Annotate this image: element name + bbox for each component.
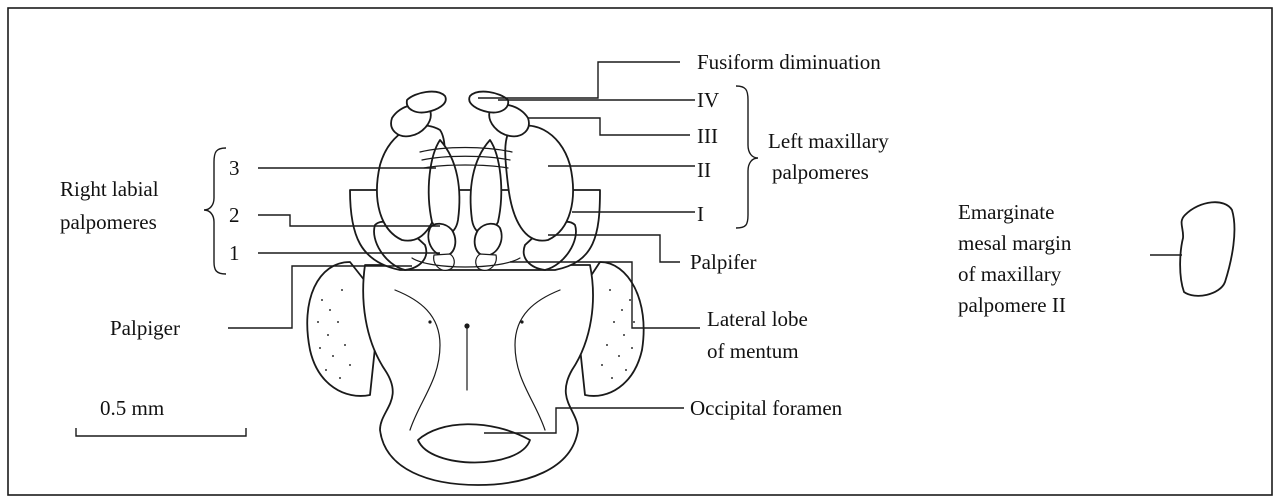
label-emarginate-1: Emarginate xyxy=(958,200,1054,224)
labial-brace xyxy=(204,148,226,274)
emarginate-palpomere-inset xyxy=(1180,202,1234,296)
labial-palp-right-3 xyxy=(429,140,460,234)
label-right-labial-1: Right labial xyxy=(60,177,159,201)
label-palpomere-iv: IV xyxy=(697,88,719,112)
maxillary-palp-right-seg4 xyxy=(407,92,446,113)
label-lateral-lobe-2: of mentum xyxy=(707,339,799,363)
tentorial-pit-center xyxy=(464,323,469,328)
label-palpomere-i: I xyxy=(697,202,704,226)
label-emarginate-2: mesal margin xyxy=(958,231,1072,255)
label-palpifer: Palpifer xyxy=(690,250,756,274)
tentorial-pit-right xyxy=(520,320,523,323)
label-emarginate-4: palpomere II xyxy=(958,293,1066,317)
label-emarginate-3: of maxillary xyxy=(958,262,1062,286)
label-palpomere-iii: III xyxy=(697,124,718,148)
label-right-labial-2: palpomeres xyxy=(60,210,157,234)
tentorial-pit-left xyxy=(428,320,431,323)
label-labial-3: 3 xyxy=(229,156,240,180)
head-capsule-drawing xyxy=(307,92,643,485)
label-occipital-foramen: Occipital foramen xyxy=(690,396,843,420)
figure-frame xyxy=(8,8,1272,495)
label-left-maxillary-1: Left maxillary xyxy=(768,129,889,153)
label-fusiform-diminuation: Fusiform diminuation xyxy=(697,50,881,74)
label-scale-bar: 0.5 mm xyxy=(100,396,164,420)
labial-palp-left-3 xyxy=(471,140,502,234)
label-palpomere-ii: II xyxy=(697,158,711,182)
label-lateral-lobe-1: Lateral lobe xyxy=(707,307,808,331)
label-labial-2: 2 xyxy=(229,203,240,227)
leader-fusiform xyxy=(478,62,680,98)
label-labial-1: 1 xyxy=(229,241,240,265)
label-palpiger: Palpiger xyxy=(110,316,180,340)
maxillary-palp-left-seg4 xyxy=(469,92,508,113)
label-left-maxillary-2: palpomeres xyxy=(772,160,869,184)
maxillary-brace xyxy=(736,86,758,228)
scale-bar xyxy=(76,428,246,436)
leader-iii xyxy=(528,118,690,135)
